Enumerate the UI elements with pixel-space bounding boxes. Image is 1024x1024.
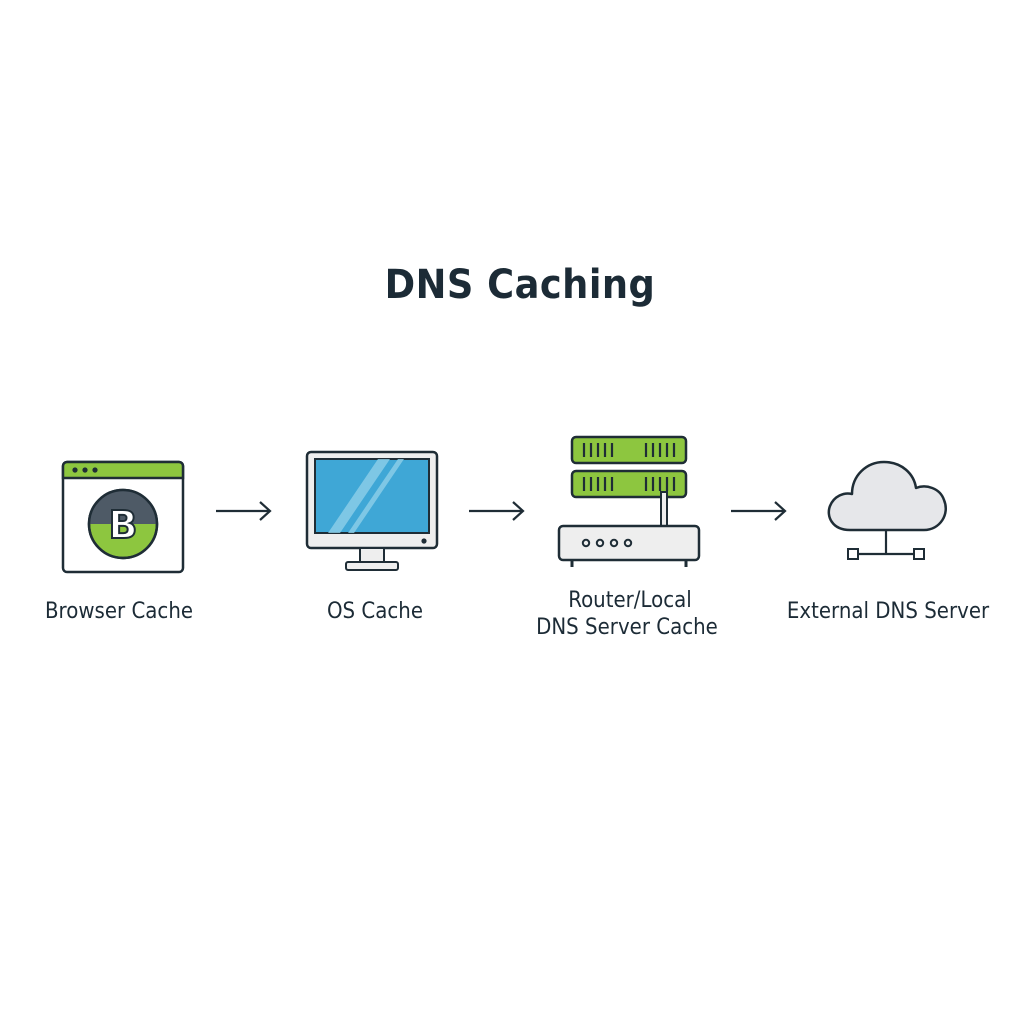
cloud-network-icon [827,460,947,560]
node-label-router-cache-line-2: DNS Server Cache [536,615,718,640]
arrow-right-icon [216,501,272,521]
browser-logo-icon: B [87,488,159,560]
browser-window-icon: B [61,460,185,574]
svg-text:B: B [109,503,138,547]
node-label-browser-cache: Browser Cache [44,599,194,624]
arrow-right-icon [731,501,787,521]
router-server-icon [557,435,701,567]
node-label-router-cache-line-1: Router/Local [568,588,692,613]
diagram-title: DNS Caching [384,262,656,308]
node-label-external-dns: External DNS Server [786,599,990,624]
node-label-os-cache: OS Cache [326,599,424,624]
arrow-right-icon [469,501,525,521]
monitor-icon [305,450,439,571]
